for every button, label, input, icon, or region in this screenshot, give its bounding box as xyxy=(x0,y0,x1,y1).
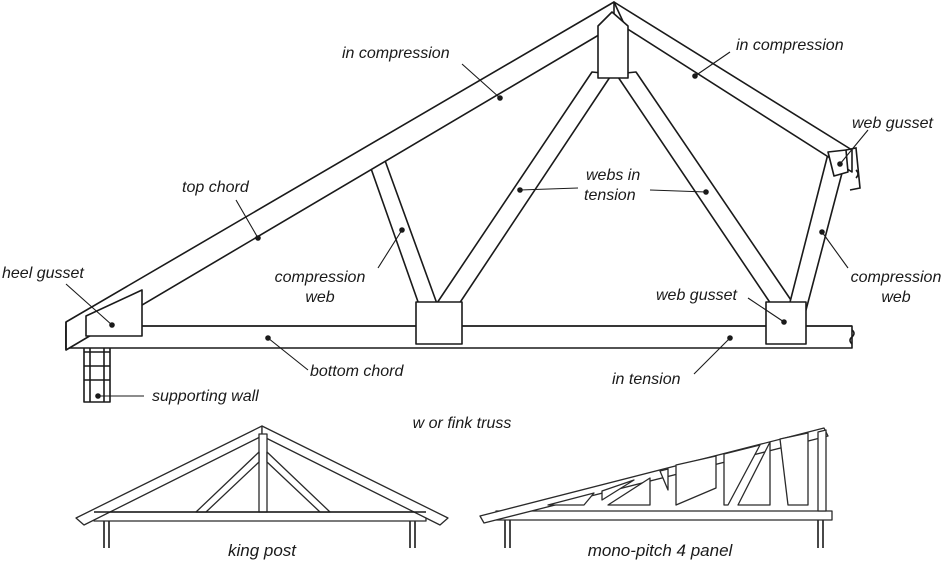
labels: in compression in compression web gusset… xyxy=(2,37,941,432)
label-top-chord: top chord xyxy=(182,179,250,196)
supporting-wall xyxy=(83,339,111,403)
label-heel-gusset: heel gusset xyxy=(2,265,84,282)
web-gusset-left xyxy=(415,301,463,345)
label-in-tension: in tension xyxy=(612,371,681,388)
leaders xyxy=(65,51,869,399)
heel-gusset xyxy=(85,289,143,337)
label-web-gusset-top: web gusset xyxy=(852,115,933,132)
label-compression-web-right-1: compression xyxy=(851,269,942,286)
label-compression-web-left-1: compression xyxy=(275,269,366,286)
label-web-gusset-bottom: web gusset xyxy=(656,287,737,304)
label-in-compression-right: in compression xyxy=(736,37,844,54)
top-chord-right xyxy=(613,1,853,173)
apex-gusset xyxy=(597,11,629,79)
label-truss-name: w or fink truss xyxy=(413,415,512,432)
king-post-truss xyxy=(75,425,449,548)
label-webs-in-tension-2: tension xyxy=(584,187,636,204)
label-compression-web-right-2: web xyxy=(881,289,910,306)
compression-web-left xyxy=(367,154,441,317)
label-bottom-chord: bottom chord xyxy=(310,363,404,380)
label-compression-web-left-2: web xyxy=(305,289,334,306)
label-in-compression-left: in compression xyxy=(342,45,450,62)
mono-pitch-truss xyxy=(479,427,833,548)
label-webs-in-tension-1: webs in xyxy=(586,167,640,184)
caption-king-post: king post xyxy=(228,541,297,560)
fink-truss xyxy=(65,1,861,403)
label-supporting-wall: supporting wall xyxy=(152,388,259,405)
caption-mono-pitch: mono-pitch 4 panel xyxy=(588,541,734,560)
